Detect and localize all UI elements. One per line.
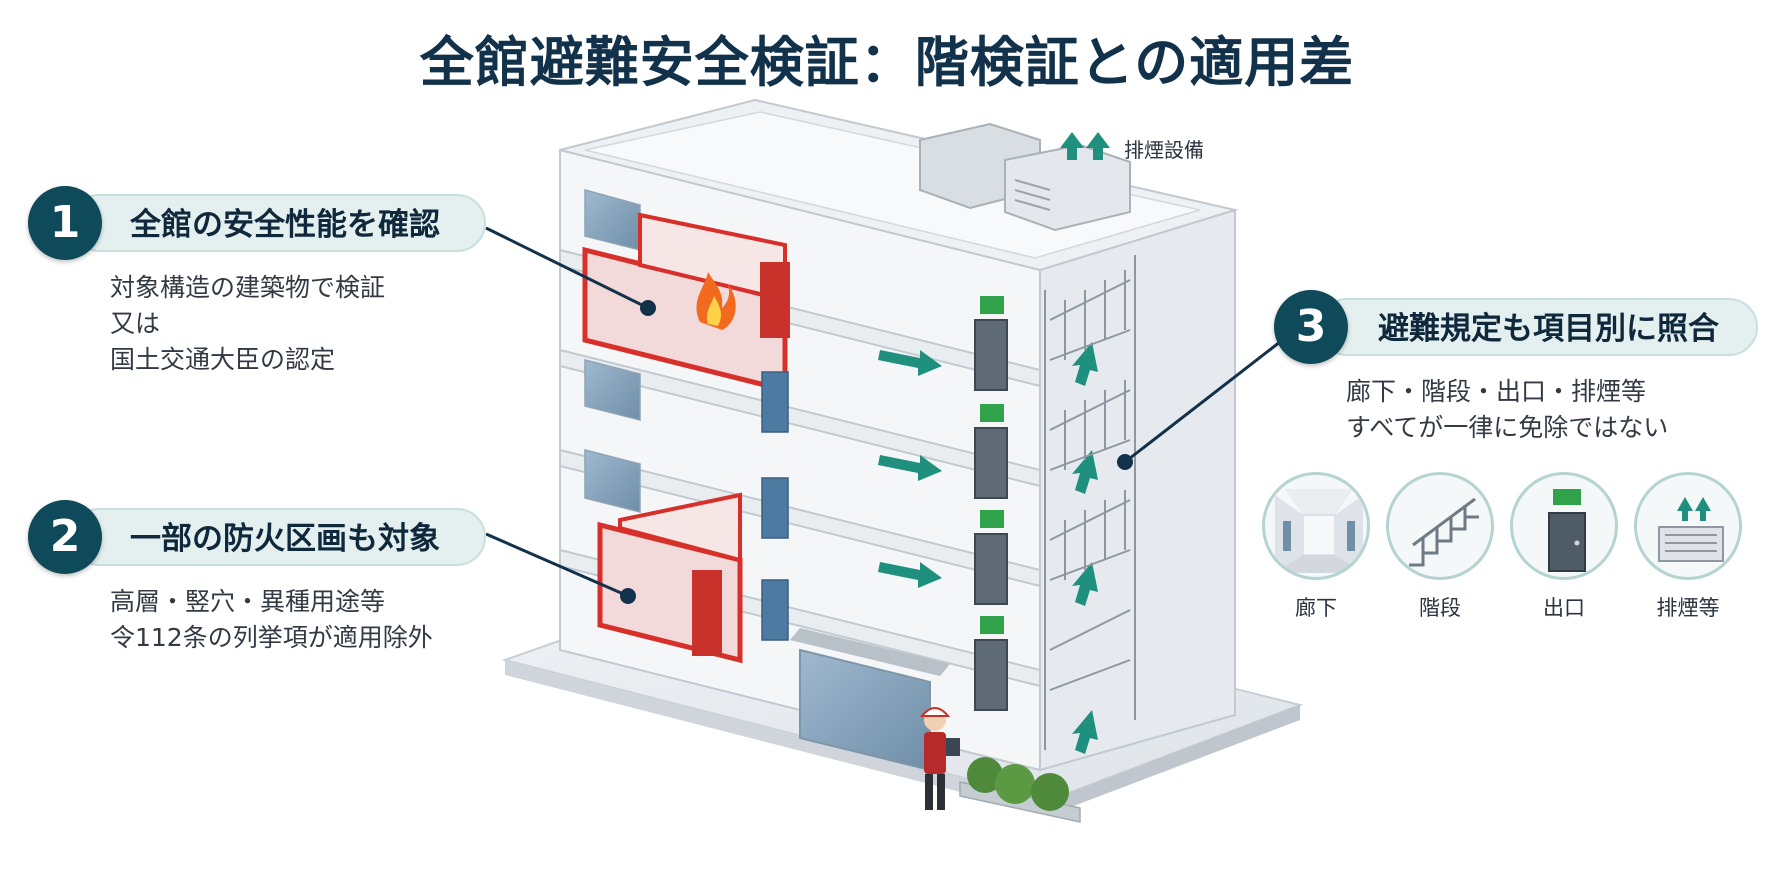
callout-3-line-1: 廊下・階段・出口・排煙等: [1346, 377, 1647, 406]
smoke-equipment-label: 排煙設備: [1124, 138, 1204, 162]
smoke-exhaust-icon: [1634, 472, 1742, 580]
rooftop-smoke-exhaust: [919, 122, 1131, 232]
callout-1-line-2: 又は: [110, 309, 161, 338]
callout-1-badge: 1: [28, 186, 102, 260]
callout-2-line-1: 高層・竪穴・異種用途等: [110, 587, 386, 616]
callout-2-line-2: 令112条の列挙項が適用除外: [110, 623, 433, 652]
planter: [959, 757, 1081, 823]
exit-icon: [1510, 472, 1618, 580]
fire-compartment-1: [582, 212, 790, 394]
callout-2-badge: 2: [28, 500, 102, 574]
callout-1-line-3: 国土交通大臣の認定: [110, 345, 336, 374]
stairs-icon: [1386, 472, 1494, 580]
page-title: 全館避難安全検証：階検証との適用差: [419, 31, 1355, 94]
callout-1-heading: 全館の安全性能を確認: [70, 194, 486, 252]
exit-label: 出口: [1543, 596, 1585, 620]
corridor-label: 廊下: [1295, 596, 1337, 620]
left-windows: [584, 189, 641, 513]
callout-3-line-2: すべてが一律に免除ではない: [1346, 413, 1669, 442]
corridor-icon: [1262, 472, 1370, 580]
fire-compartment-2: [597, 492, 743, 664]
corridor-doors: [761, 371, 789, 641]
stairs-label: 階段: [1419, 596, 1461, 620]
stair-tower: [1044, 255, 1136, 750]
smoke-exhaust-label: 排煙等: [1656, 596, 1720, 620]
leader-lines: [485, 226, 1299, 598]
exit-doors: [974, 296, 1008, 711]
inspector-figure: [919, 707, 960, 810]
evacuation-arrows: [878, 342, 1098, 754]
callout-2-heading: 一部の防火区画も対象: [70, 508, 486, 566]
callout-3-badge: 3: [1274, 290, 1348, 364]
callout-1-line-1: 対象構造の建築物で検証: [110, 273, 386, 302]
callout-3-heading: 避難規定も項目別に照合: [1318, 298, 1758, 356]
leader-dots: [620, 300, 1133, 604]
